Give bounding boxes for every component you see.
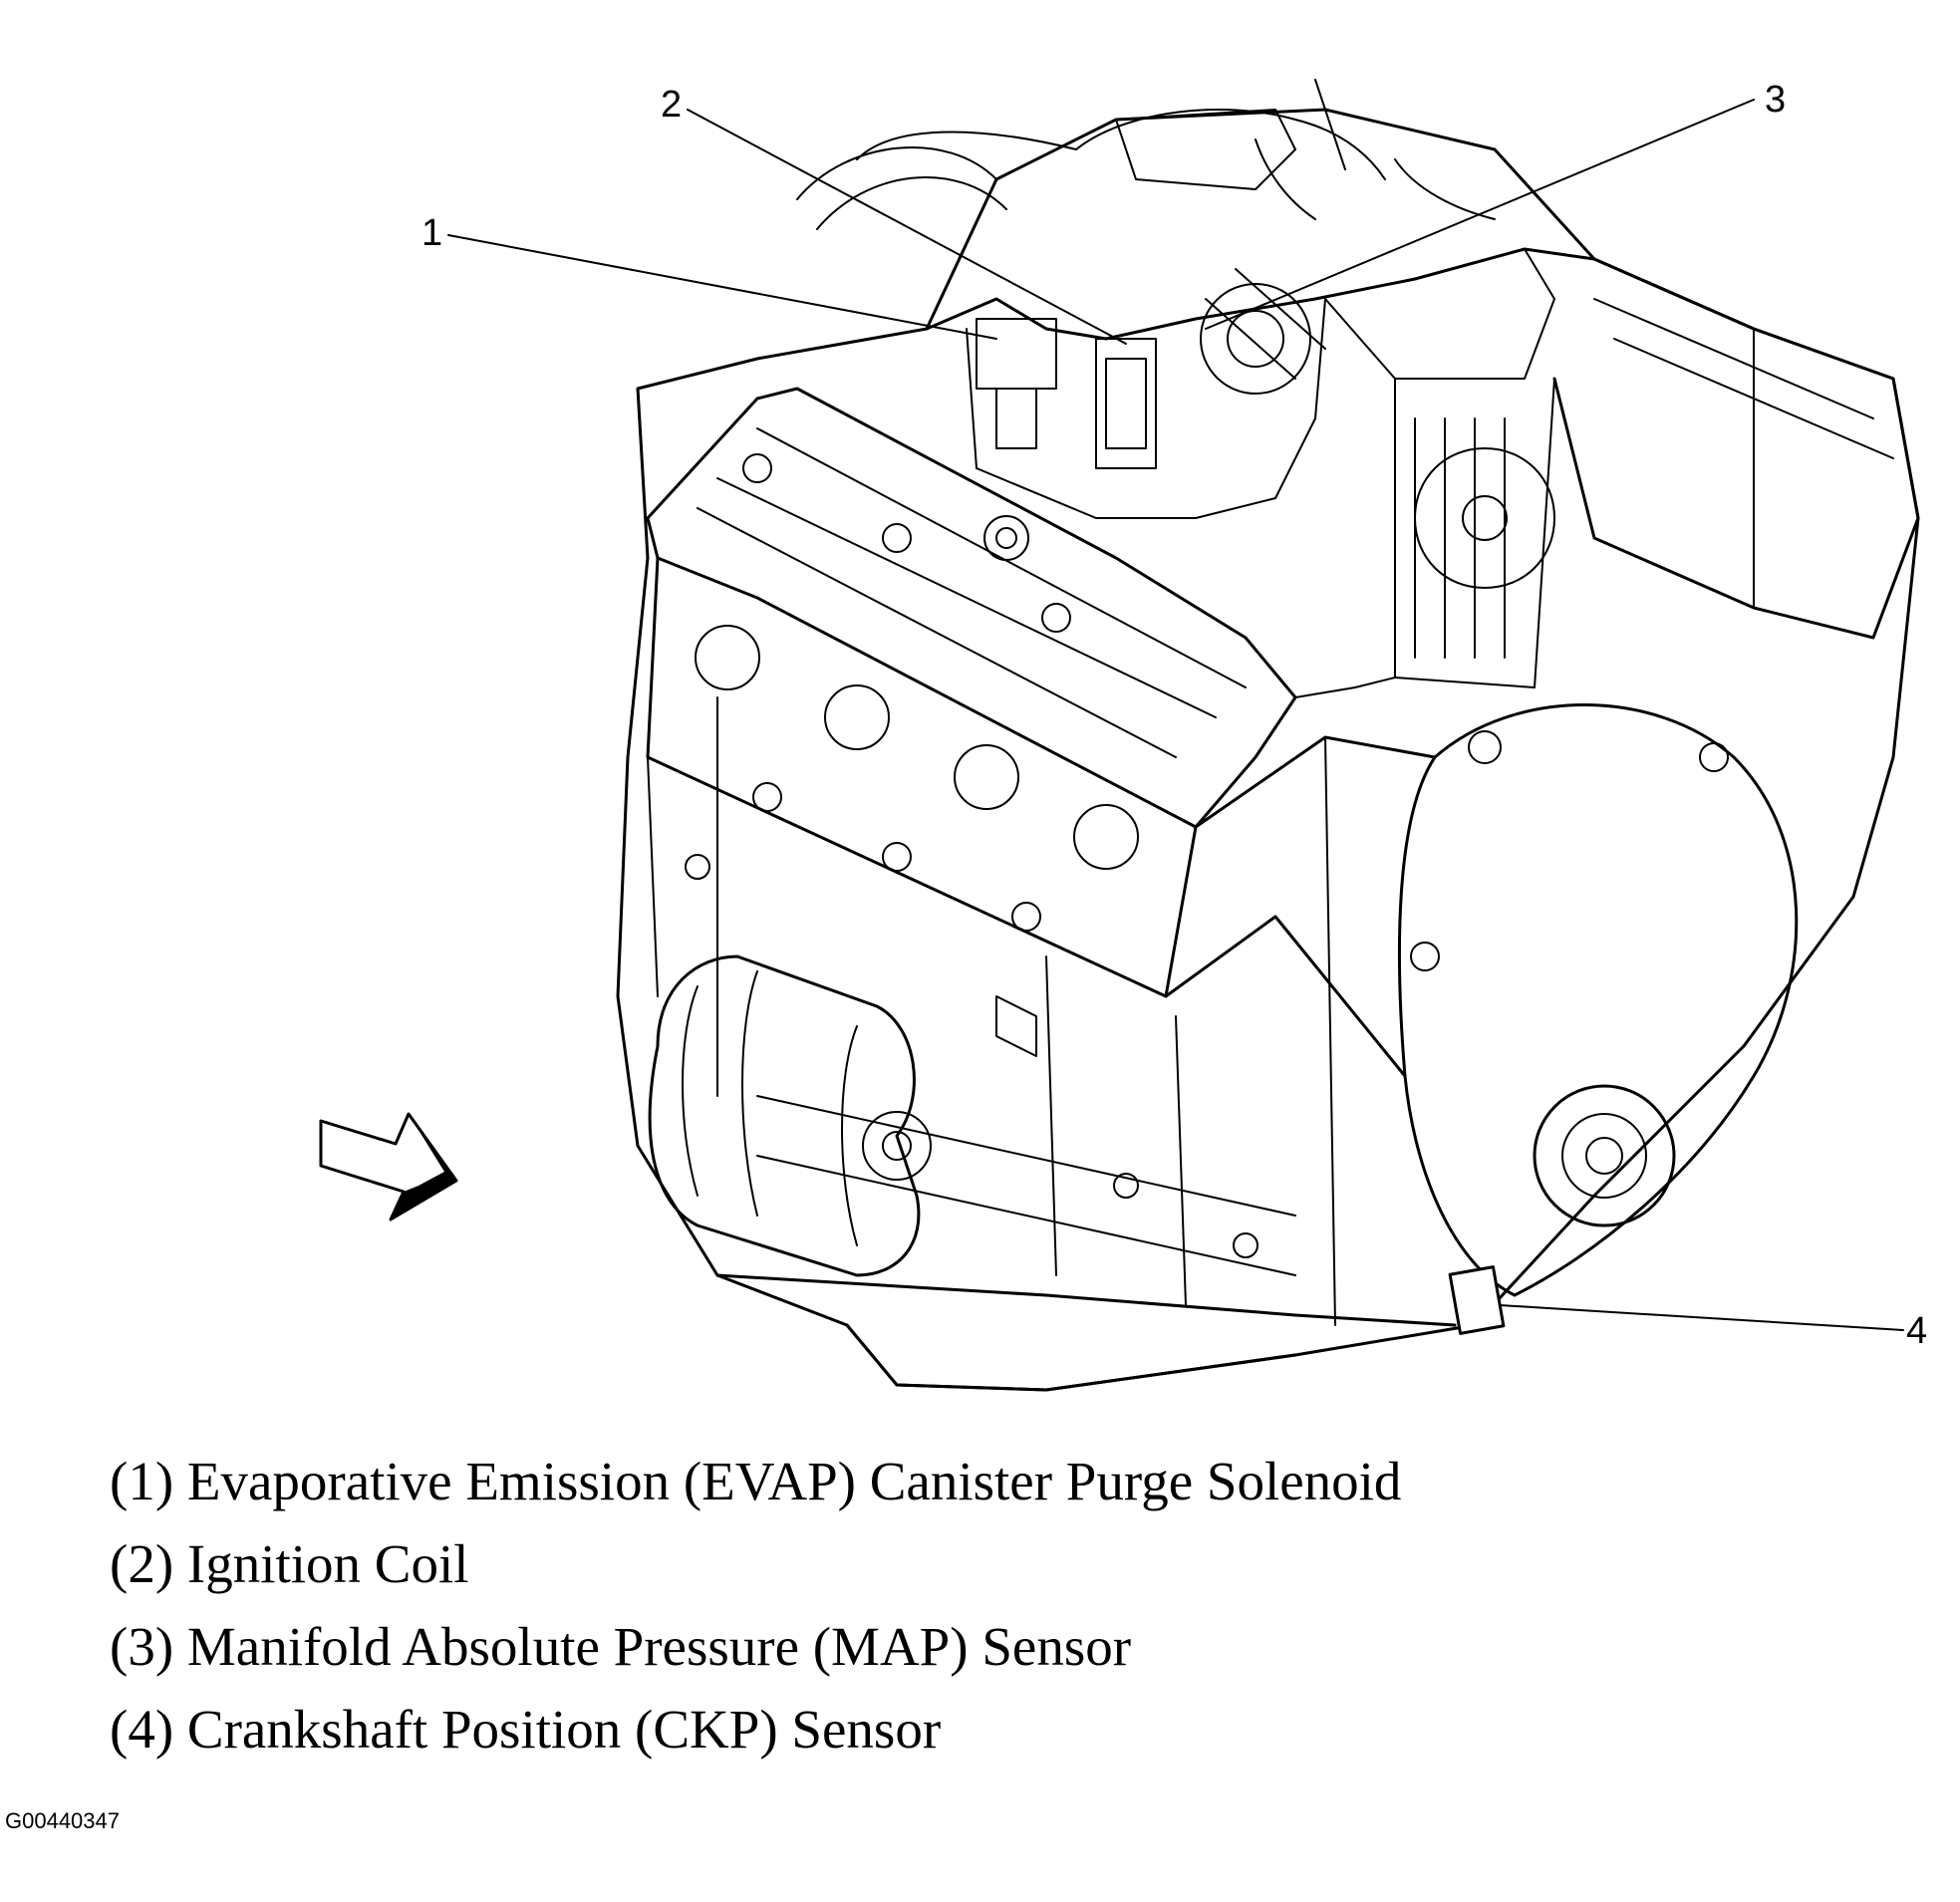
ignition-coil (1095, 338, 1157, 469)
intake-manifold (925, 247, 1596, 341)
view-direction-arrow-icon (319, 1112, 458, 1222)
legend-item-4: (4) Crankshaft Position (CKP) Sensor (110, 1699, 942, 1760)
vacuum-hoses (796, 79, 1386, 230)
engine-illustration (616, 79, 1920, 1392)
oil-pan (715, 1273, 1457, 1392)
component-legend: (1) Evaporative Emission (EVAP) Canister… (110, 1440, 1401, 1770)
starter-motor (648, 954, 921, 1277)
figure-id: G00440347 (5, 1808, 120, 1833)
engine-diagram: 1 2 3 4 (319, 79, 1927, 1392)
leader-line-4 (1499, 1304, 1904, 1331)
legend-item-1: (1) Evaporative Emission (EVAP) Canister… (110, 1451, 1402, 1511)
legend-item-2: (2) Ignition Coil (110, 1533, 469, 1594)
ckp-sensor (1448, 1265, 1506, 1335)
crankshaft-hub (1533, 1084, 1676, 1227)
leader-lines (447, 99, 1904, 1331)
leader-line-3 (1205, 99, 1755, 330)
leader-line-2 (687, 109, 1127, 345)
throttle-body (1200, 283, 1311, 395)
callout-number-3: 3 (1765, 79, 1786, 121)
leader-line-1 (447, 234, 997, 340)
valve-cover-right (1552, 257, 1920, 640)
callout-number-1: 1 (421, 212, 442, 254)
cylinder-head-left (646, 556, 1198, 998)
callout-number-2: 2 (661, 84, 682, 126)
legend-item-3: (3) Manifold Absolute Pressure (MAP) Sen… (110, 1616, 1132, 1677)
timing-cover (1397, 703, 1799, 1297)
callout-number-4: 4 (1906, 1310, 1927, 1352)
